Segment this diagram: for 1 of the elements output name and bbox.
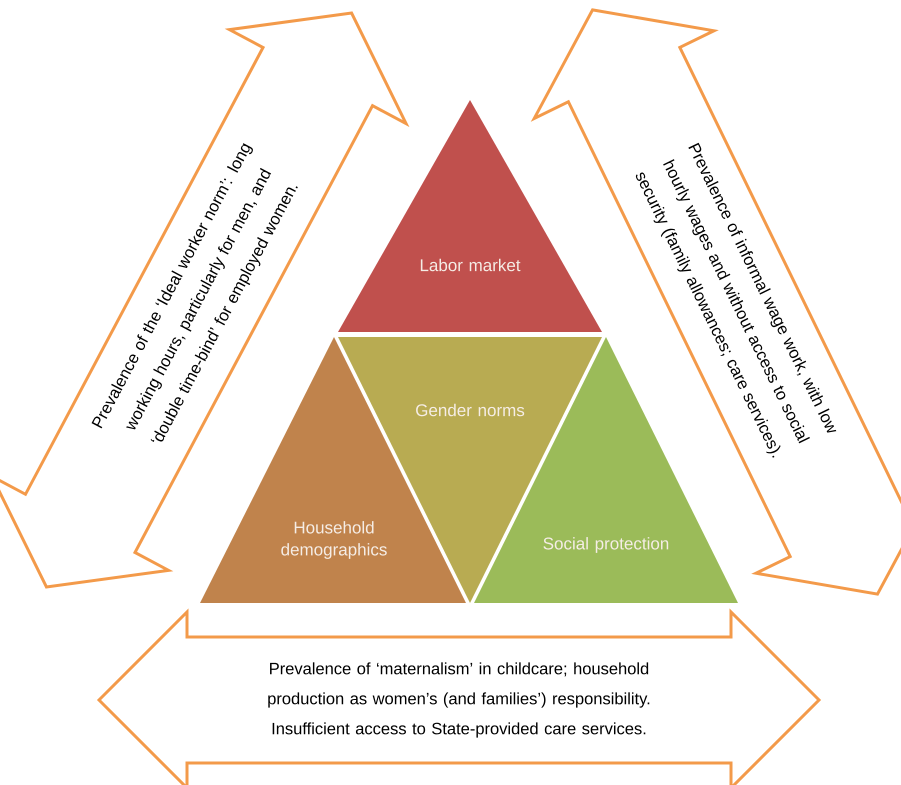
triangle-segment: Labor market [338,100,602,332]
